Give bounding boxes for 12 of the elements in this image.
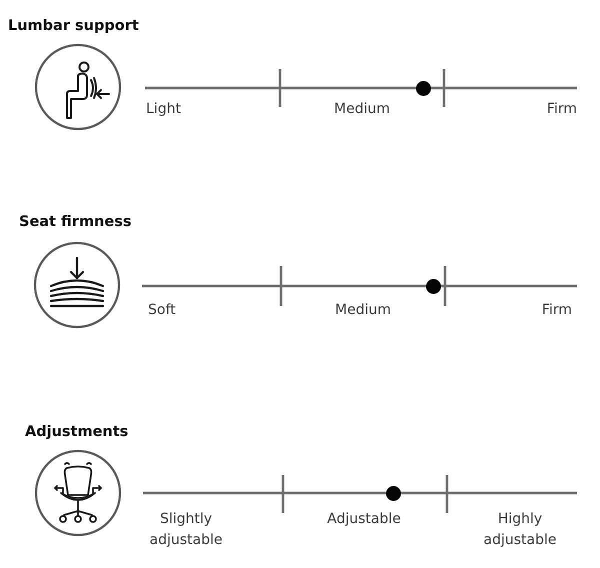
scale-label: Soft — [148, 301, 176, 320]
section-heading: Lumbar support — [8, 17, 139, 36]
scale-label: Medium — [335, 301, 391, 320]
scale-label: Medium — [334, 100, 390, 119]
scale-label: Light — [146, 100, 181, 119]
scale-label: Adjustable — [327, 510, 401, 529]
scale-label: Slightly adjustable — [148, 510, 224, 550]
scale-label: Firm — [542, 301, 572, 320]
scale-label: Highly adjustable — [482, 510, 558, 550]
scale-label: Firm — [546, 100, 577, 119]
section-heading: Adjustments — [25, 423, 128, 442]
section-heading: Seat firmness — [19, 213, 132, 232]
